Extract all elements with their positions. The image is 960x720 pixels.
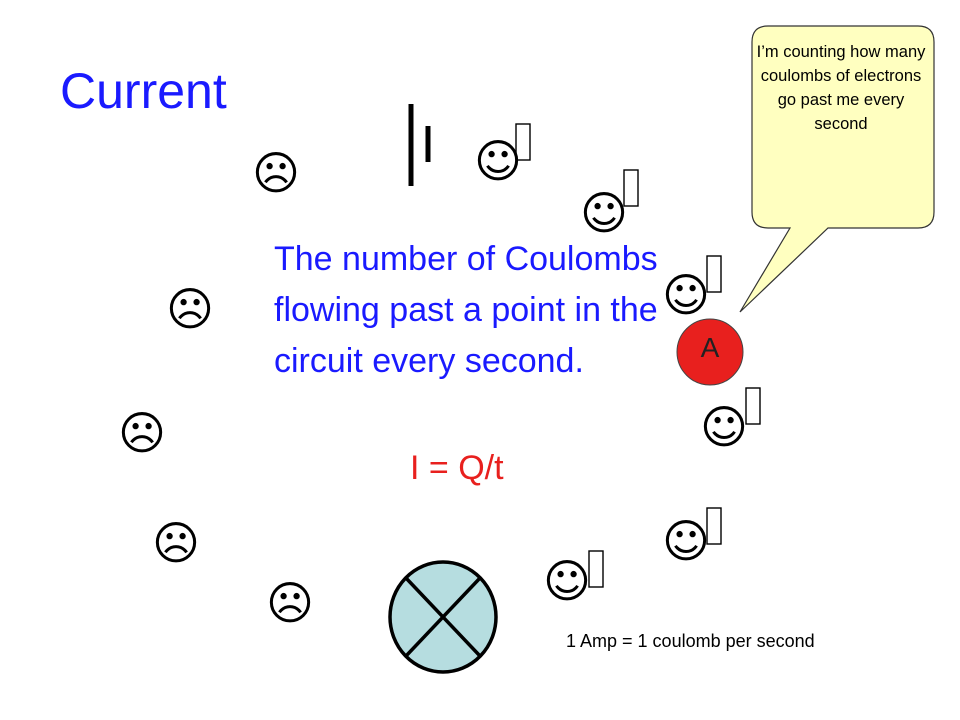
electron-marker [745, 387, 761, 425]
amp-footnote: 1 Amp = 1 coulomb per second [566, 631, 815, 651]
sad-electron-icon: ☹ [266, 576, 314, 630]
speech-bubble [739, 25, 935, 313]
current-definition: The number of Coulombs flowing past a po… [274, 240, 658, 380]
happy-electron-icon: ☺ [662, 268, 710, 322]
electron-marker [706, 255, 722, 293]
happy-electron-icon: ☺ [662, 514, 710, 568]
happy-electron-icon: ☺ [543, 554, 591, 608]
electron-marker [623, 169, 639, 207]
sad-electron-icon: ☹ [166, 282, 214, 336]
battery-icon [408, 104, 431, 186]
lamp-icon [388, 560, 498, 674]
sad-electron-icon: ☹ [152, 516, 200, 570]
slide-title: Current [60, 63, 227, 119]
current-formula: I = Q/t [410, 449, 504, 487]
sad-electron-icon: ☹ [118, 406, 166, 460]
electron-marker [515, 123, 531, 161]
happy-electron-icon: ☺ [700, 400, 748, 454]
ammeter-speech: I’m counting how many coulombs of electr… [756, 43, 926, 133]
sad-electron-icon: ☹ [252, 146, 300, 200]
electron-markers [515, 123, 761, 588]
happy-electron-icon: ☺ [474, 134, 522, 188]
ammeter-icon [676, 318, 744, 386]
electron-marker [588, 550, 604, 588]
ammeter-label: A [700, 332, 720, 363]
happy-electron-icon: ☺ [580, 186, 628, 240]
electron-marker [706, 507, 722, 545]
